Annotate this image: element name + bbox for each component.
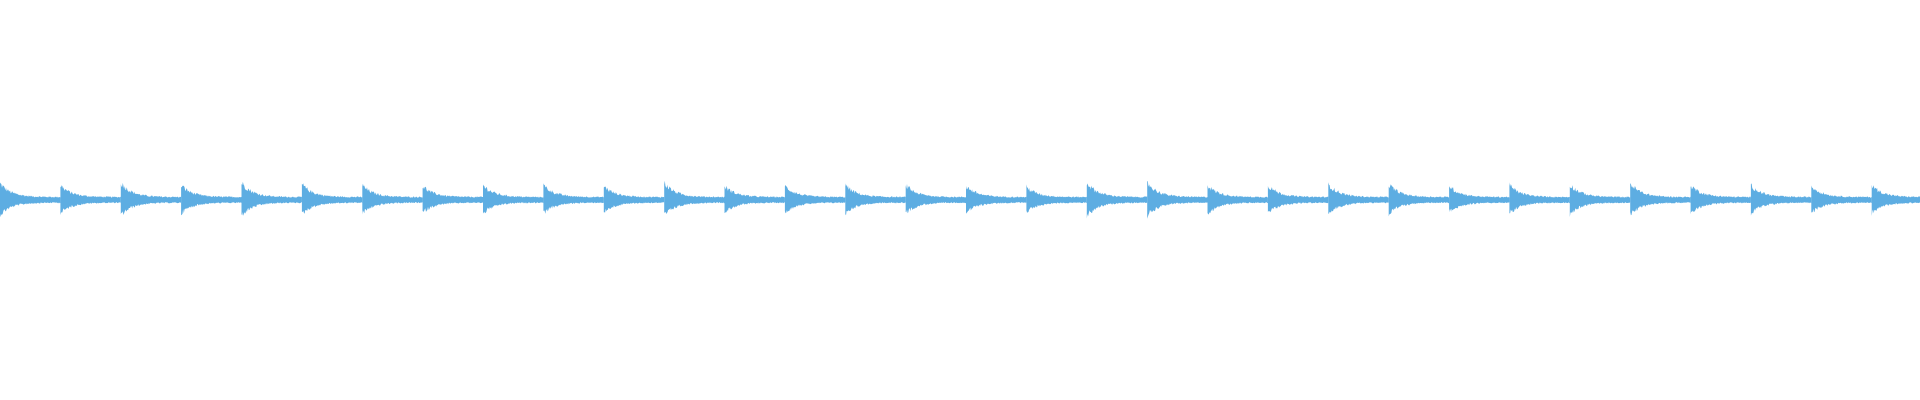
waveform-beats (0, 180, 1920, 219)
waveform-beat (1328, 182, 1389, 214)
waveform-beat (664, 180, 725, 214)
waveform-beat (181, 185, 242, 216)
waveform-beat (1026, 184, 1087, 213)
waveform-beat (966, 186, 1027, 214)
waveform-beat (1690, 186, 1751, 215)
waveform-beat (1509, 182, 1570, 214)
waveform-beat (120, 182, 182, 215)
waveform-beat (1750, 183, 1812, 216)
waveform-beat (905, 184, 966, 214)
waveform-beat (1811, 185, 1872, 213)
waveform-beat (60, 185, 121, 215)
waveform-beat (603, 186, 665, 213)
waveform-beat (1147, 181, 1208, 219)
waveform-beat (241, 181, 302, 216)
waveform-beat (1086, 183, 1148, 219)
waveform-beat (543, 183, 604, 214)
waveform-beat (1267, 186, 1329, 213)
waveform-beat (483, 184, 544, 214)
waveform-beat (845, 183, 906, 216)
waveform-beat (1388, 184, 1450, 217)
waveform-beat (1569, 185, 1631, 217)
waveform-beat (0, 182, 61, 218)
waveform-beat (1630, 183, 1691, 216)
waveform-beat (1207, 185, 1268, 215)
waveform-beat (301, 183, 363, 214)
waveform-beat (724, 185, 785, 214)
waveform-beat (1449, 186, 1510, 213)
waveform-beat (1871, 184, 1920, 216)
waveform-beat (422, 186, 483, 212)
waveform-beat (784, 185, 846, 214)
waveform-beat (362, 183, 423, 215)
